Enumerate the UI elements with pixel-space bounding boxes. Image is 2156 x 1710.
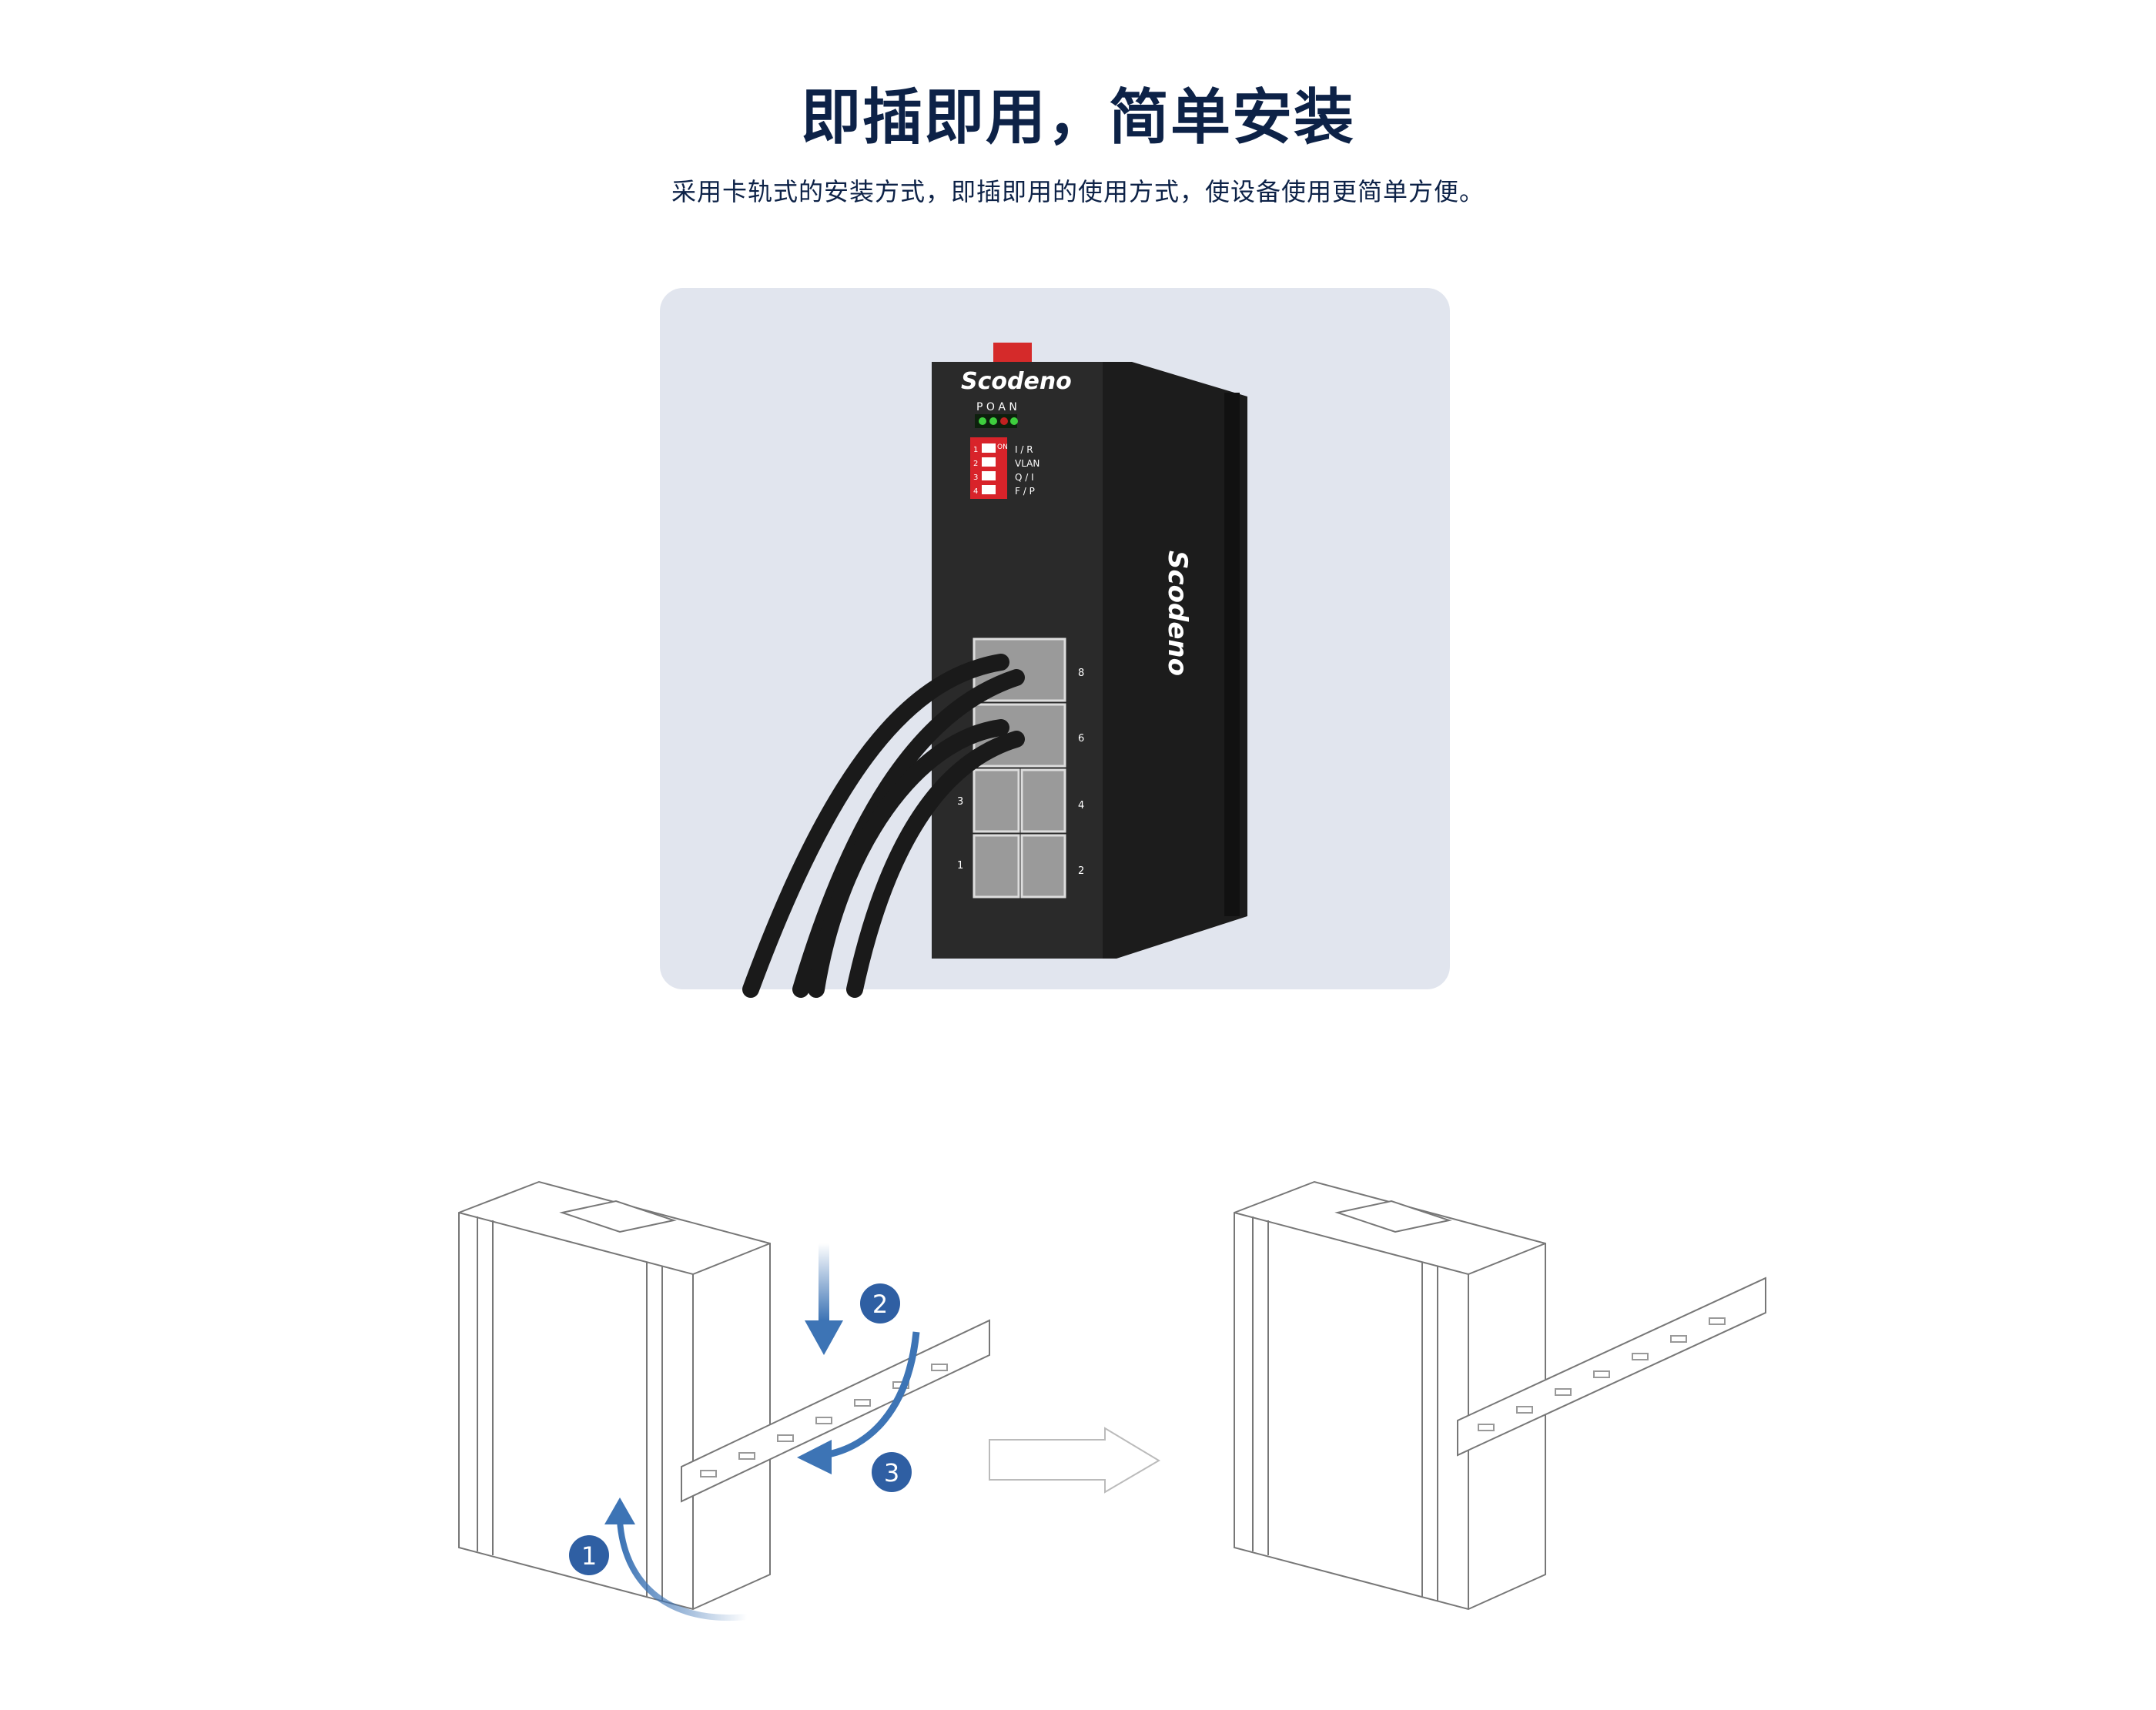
arrow-down-icon xyxy=(805,1320,843,1355)
svg-text:F / P: F / P xyxy=(1015,486,1035,497)
svg-text:4: 4 xyxy=(973,487,978,496)
step-arrows xyxy=(604,1243,920,1621)
led-labels: P O A N xyxy=(976,401,1017,413)
arrow-right-icon xyxy=(989,1427,1160,1494)
side-brand: Scodeno xyxy=(1162,550,1193,676)
arrow-left-icon xyxy=(797,1440,832,1474)
svg-text:1: 1 xyxy=(973,446,978,454)
switch-device: Scodeno P O A N ON 1 2 3 4 I / R VLAN Q … xyxy=(742,343,1247,998)
svg-text:3: 3 xyxy=(973,474,978,482)
svg-text:1: 1 xyxy=(957,860,963,872)
page-title: 即插即用，简单安装 xyxy=(800,83,1355,152)
svg-text:2: 2 xyxy=(872,1290,888,1319)
svg-text:Q / I: Q / I xyxy=(1015,472,1034,483)
svg-text:3: 3 xyxy=(957,796,963,808)
svg-text:6: 6 xyxy=(1078,733,1084,745)
svg-text:8: 8 xyxy=(1078,668,1084,679)
ethernet-cables xyxy=(742,654,1025,998)
step-badge-3: 3 xyxy=(872,1452,912,1492)
svg-text:4: 4 xyxy=(1078,800,1084,811)
svg-text:VLAN: VLAN xyxy=(1015,458,1040,469)
svg-text:2: 2 xyxy=(1078,865,1084,877)
step-badge-2: 2 xyxy=(860,1283,900,1323)
svg-text:1: 1 xyxy=(581,1541,597,1571)
arrow-up-icon xyxy=(604,1498,635,1524)
step-badge-1: 1 xyxy=(569,1535,609,1575)
brand-logo: Scodeno xyxy=(961,368,1072,395)
svg-text:ON: ON xyxy=(997,443,1008,451)
install-diagram-after xyxy=(1234,1180,1766,1611)
page-subtitle: 采用卡轨式的安装方式，即插即用的使用方式，使设备使用更简单方便。 xyxy=(671,177,1485,206)
svg-text:3: 3 xyxy=(884,1458,899,1487)
svg-text:I / R: I / R xyxy=(1015,444,1033,455)
svg-text:2: 2 xyxy=(973,460,978,468)
install-diagram-before xyxy=(458,1180,990,1611)
